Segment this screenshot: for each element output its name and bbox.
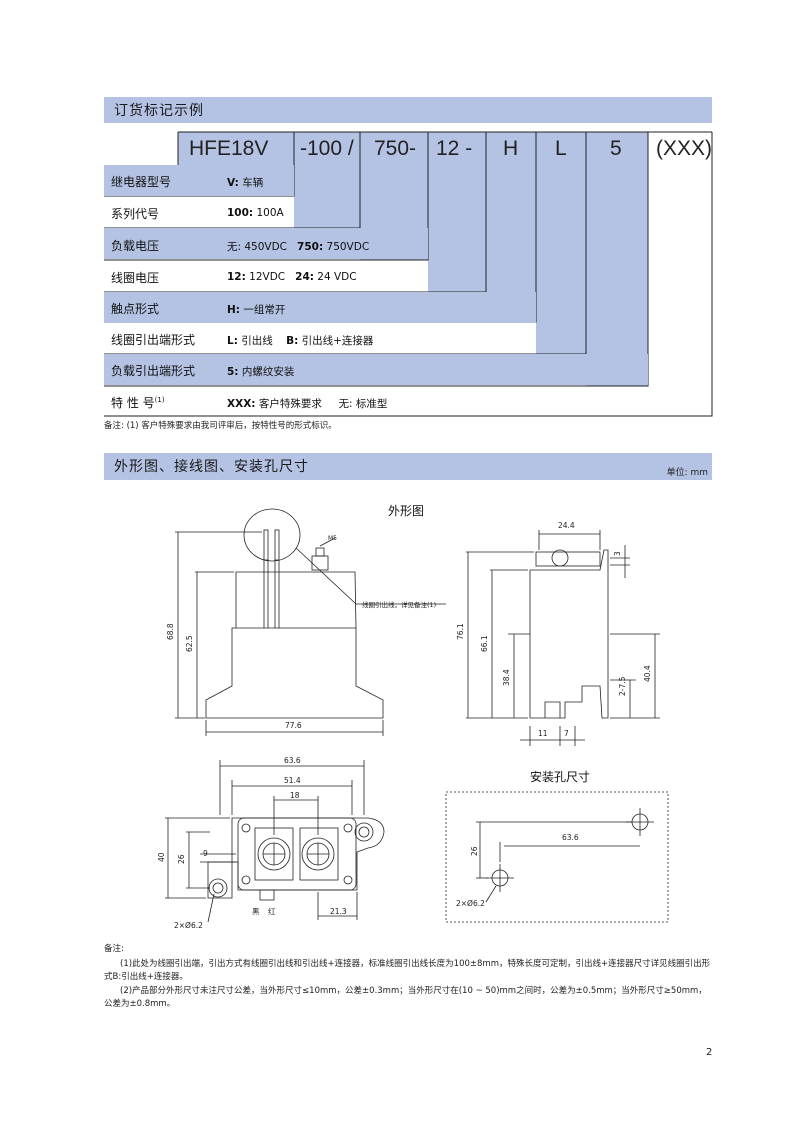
mount-caption: 安装孔尺寸 bbox=[530, 770, 591, 784]
callout-coil-lead: 线圈引出线，详见备注(1) bbox=[362, 600, 436, 609]
code-part-coil: 12 - bbox=[436, 137, 473, 160]
dim-side-b2: 7 bbox=[564, 729, 569, 738]
section-header-dimensions: 外形图、接线图、安装孔尺寸 单位: mm bbox=[104, 453, 712, 480]
section-title: 外形图、接线图、安装孔尺寸 bbox=[114, 459, 309, 475]
dim-front-h-body: 62.5 bbox=[185, 635, 194, 652]
row-value-load-voltage: 无: 450VDC 750: 750VDC bbox=[227, 241, 370, 253]
row-label-series: 系列代号 bbox=[111, 207, 160, 221]
row-label-load-lead: 负载引出端形式 bbox=[111, 364, 196, 378]
code-part-voltage: 750- bbox=[374, 137, 417, 160]
top-view-drawing bbox=[165, 760, 385, 923]
mount-hole-drawing bbox=[445, 791, 669, 923]
row-value-coil-lead: L: 引出线 B: 引出线+连接器 bbox=[227, 335, 374, 347]
row-value-special: XXX: 客户特殊要求 无: 标准型 bbox=[227, 398, 388, 410]
row-bg-3 bbox=[104, 228, 428, 259]
row-label-contact: 触点形式 bbox=[111, 302, 160, 316]
dim-side-b1: 11 bbox=[538, 729, 548, 738]
row-label-coil-lead: 线圈引出端形式 bbox=[111, 333, 196, 347]
page-number: 2 bbox=[706, 1047, 713, 1058]
row-value-coil-voltage: 12: 12VDC 24: 24 VDC bbox=[227, 271, 357, 283]
row-bg-7 bbox=[104, 354, 648, 385]
dim-top-h1: 40 bbox=[157, 852, 166, 862]
row-value-contact: H: 一组常开 bbox=[227, 304, 286, 316]
dim-side-h-mid: 38.4 bbox=[502, 669, 511, 686]
section-header-ordering: 订货标记示例 bbox=[104, 97, 712, 123]
row-bg-1 bbox=[104, 165, 294, 196]
row-value-series: 100: 100A bbox=[227, 207, 284, 219]
code-part-series: -100 / bbox=[300, 137, 354, 160]
notes-heading: 备注: bbox=[104, 944, 124, 954]
code-part-model: HFE18V bbox=[189, 137, 269, 160]
dim-side-top: 24.4 bbox=[558, 521, 575, 530]
row-value-load-lead: 5: 内螺纹安装 bbox=[227, 366, 295, 378]
front-view-drawing bbox=[175, 508, 446, 736]
dim-side-h-total: 76.1 bbox=[456, 623, 465, 640]
row-label-load-voltage: 负载电压 bbox=[111, 239, 160, 253]
dim-front-h-total: 68.8 bbox=[166, 623, 175, 640]
dim-mount-w: 63.6 bbox=[562, 833, 579, 842]
row-value-model: V: 车辆 bbox=[227, 177, 264, 189]
side-view-drawing bbox=[466, 530, 660, 746]
dim-side-slot: 2-7.5 bbox=[618, 676, 627, 696]
row-label-special: 特 性 号(1) bbox=[111, 396, 165, 410]
row-bg-5 bbox=[104, 292, 536, 323]
dim-top-w3: 18 bbox=[290, 791, 300, 800]
dim-mount-hole: 2×Ø6.2 bbox=[456, 899, 485, 908]
outline-caption: 外形图 bbox=[388, 504, 425, 518]
label-black-wire: 黑 bbox=[252, 907, 260, 916]
dim-front-width: 77.6 bbox=[285, 721, 302, 730]
ordering-note: 备注: (1) 客户特殊要求由我司评审后，按特性号的形式标识。 bbox=[104, 421, 337, 431]
section-title: 订货标记示例 bbox=[114, 103, 204, 119]
code-part-load: 5 bbox=[610, 137, 622, 160]
dim-front-screw: M5 bbox=[328, 535, 337, 542]
dim-top-b: 21.3 bbox=[330, 907, 347, 916]
dim-side-h-right: 40.4 bbox=[643, 665, 652, 682]
note-1: (1)此处为线圈引出端，引出方式有线圈引出线和引出线+连接器，标准线圈引出线长度… bbox=[104, 959, 711, 982]
row-label-model: 继电器型号 bbox=[111, 175, 172, 189]
row-label-coil-voltage: 线圈电压 bbox=[111, 271, 160, 285]
dim-top-w1: 63.6 bbox=[284, 756, 301, 765]
dim-top-hole: 2×Ø6.2 bbox=[174, 921, 203, 930]
note-2: (2)产品部分外形尺寸未注尺寸公差，当外形尺寸≤10mm，公差±0.3mm；当外… bbox=[104, 986, 707, 1009]
dim-side-h-body: 66.1 bbox=[480, 635, 489, 652]
code-part-special: (XXX) bbox=[656, 137, 713, 160]
dim-top-h3: 9 bbox=[203, 849, 208, 858]
dim-top-w2: 51.4 bbox=[284, 776, 301, 785]
code-part-lead: L bbox=[555, 137, 567, 160]
dim-mount-h: 26 bbox=[470, 846, 479, 856]
dim-side-gap: 3 bbox=[613, 551, 622, 556]
dim-top-h2: 26 bbox=[177, 854, 186, 864]
dimension-drawings: 68.8 62.5 77.6 M5 线圈引出线，详见备注(1) 24.4 76.… bbox=[157, 508, 669, 930]
label-red-wire: 红 bbox=[268, 906, 276, 916]
unit-label: 单位: mm bbox=[666, 468, 708, 478]
code-part-contact: H bbox=[503, 137, 519, 160]
